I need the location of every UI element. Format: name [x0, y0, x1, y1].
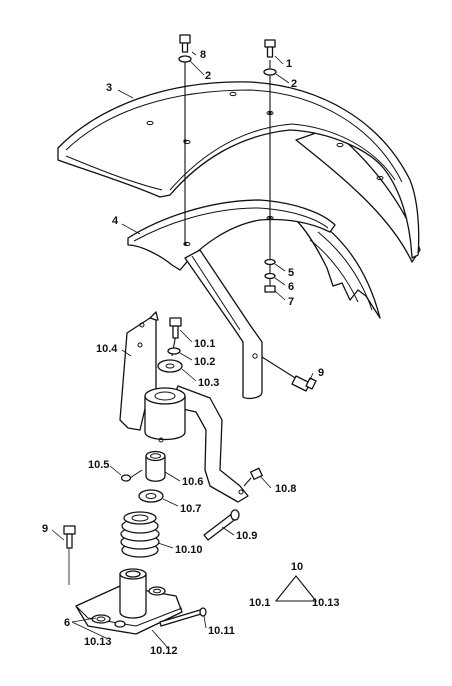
washer-part-10-13 — [114, 620, 126, 628]
label-10-2: 10.2 — [194, 356, 215, 368]
washer-part-10-2 — [167, 347, 181, 355]
pivot-housing — [144, 387, 186, 443]
label-10-7: 10.7 — [180, 503, 201, 515]
pin-part-10-9 — [203, 509, 240, 541]
grease-fitting-part-10-5 — [120, 469, 143, 482]
legend-top-label: 10 — [291, 561, 303, 573]
fender-part-3 — [57, 81, 421, 319]
label-10-11: 10.11 — [208, 625, 235, 637]
label-6: 6 — [288, 281, 294, 293]
assembly-legend: 10 10.1 10.13 — [249, 561, 340, 609]
spring-part-10-10 — [120, 511, 160, 558]
lockwasher-part-6 — [264, 272, 276, 280]
label-10-10: 10.10 — [175, 544, 203, 556]
bushing-part-10-3 — [157, 359, 183, 373]
bolt-part-10-11 — [159, 607, 207, 627]
bolt-part-9-right — [261, 356, 317, 392]
label-3: 3 — [106, 82, 112, 94]
label-10-3: 10.3 — [198, 377, 219, 389]
washer-part-2-right — [263, 68, 277, 76]
label-1: 1 — [286, 58, 292, 70]
bolt-part-8 — [179, 34, 191, 53]
label-10-13: 10.13 — [84, 636, 112, 648]
sleeve-part-10-6 — [145, 450, 166, 482]
legend-triangle — [274, 575, 318, 602]
label-8: 8 — [200, 49, 206, 61]
label-7: 7 — [288, 296, 294, 308]
base-plate-part-10-12 — [75, 568, 183, 635]
washer-part-10-7 — [138, 489, 164, 503]
washer-part-5 — [264, 258, 276, 266]
label-9-left: 9 — [42, 523, 48, 535]
washer-part-2-left — [178, 55, 192, 63]
label-10-1: 10.1 — [194, 338, 215, 350]
label-10-8: 10.8 — [275, 483, 296, 495]
bolt-part-10-8 — [243, 467, 263, 487]
label-6-lower: 6 — [64, 617, 70, 629]
bolt-part-9-left — [63, 525, 76, 585]
legend-right-label: 10.13 — [312, 597, 340, 609]
legend-left-label: 10.1 — [249, 597, 270, 609]
label-5: 5 — [288, 267, 294, 279]
bolt-part-1 — [264, 39, 276, 58]
swing-arm — [169, 385, 249, 503]
label-10-4: 10.4 — [96, 343, 118, 355]
label-10-9: 10.9 — [236, 530, 257, 542]
label-9-right: 9 — [318, 367, 324, 379]
label-10-12: 10.12 — [150, 645, 178, 657]
nut-part-7 — [264, 285, 276, 293]
label-2-right: 2 — [291, 78, 297, 90]
label-2-left: 2 — [205, 70, 211, 82]
label-10-5: 10.5 — [88, 459, 109, 471]
leader-lines — [51, 51, 314, 649]
label-10-6: 10.6 — [182, 476, 203, 488]
bracket-part-4 — [127, 199, 336, 399]
label-4: 4 — [112, 215, 119, 227]
